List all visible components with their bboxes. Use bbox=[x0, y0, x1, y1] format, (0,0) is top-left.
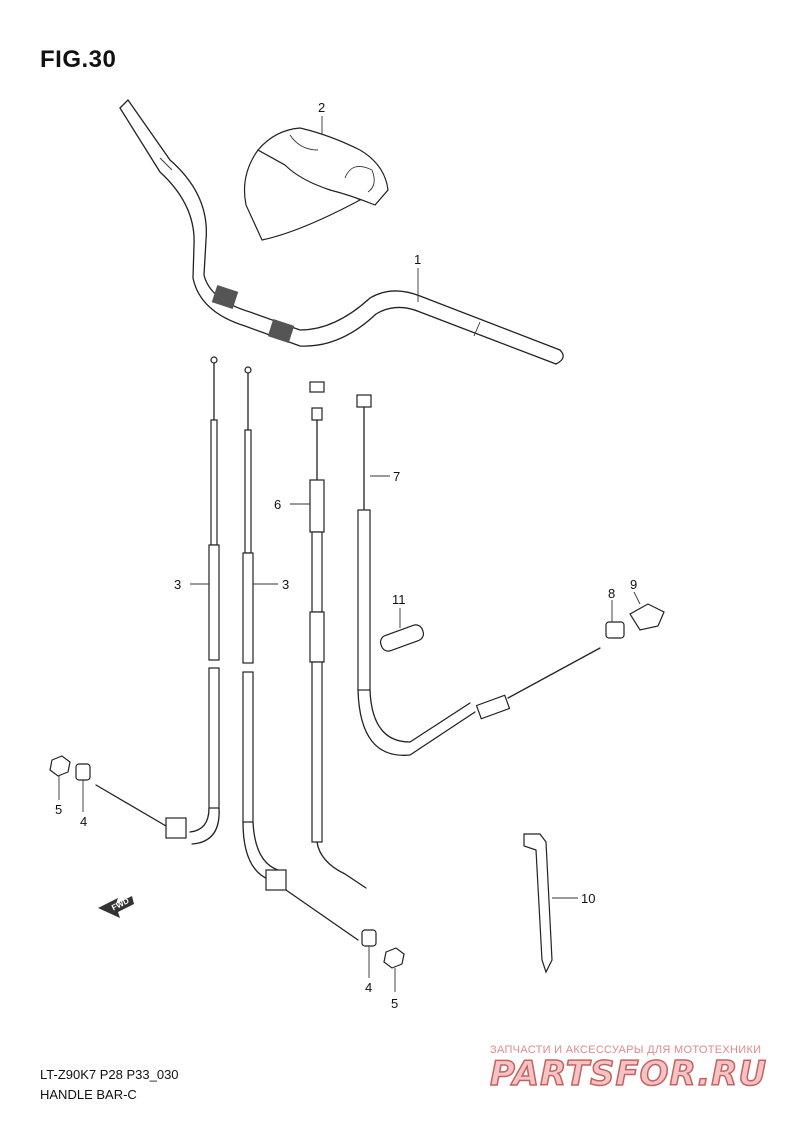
model-code: LT-Z90K7 P28 P33_030 bbox=[40, 1067, 179, 1082]
callout-8: 8 bbox=[608, 586, 615, 601]
callout-6: 6 bbox=[274, 497, 281, 512]
callout-3b: 3 bbox=[282, 577, 289, 592]
callout-9: 9 bbox=[630, 577, 637, 592]
callout-11: 11 bbox=[392, 592, 406, 607]
callout-3a: 3 bbox=[174, 577, 181, 592]
callout-4b: 4 bbox=[365, 980, 372, 995]
forward-direction-arrow: FWD bbox=[98, 896, 134, 918]
callout-7: 7 bbox=[393, 469, 400, 484]
callout-5b: 5 bbox=[391, 996, 398, 1011]
cable-adjuster-left bbox=[75, 763, 91, 812]
throttle-cable-left bbox=[95, 356, 220, 845]
watermark-subtitle: ЗАПЧАСТИ И АКСЕССУАРЫ ДЛЯ МОТОТЕХНИКИ bbox=[490, 1044, 762, 1056]
cable-adjuster-right bbox=[361, 929, 377, 978]
cable-end-9 bbox=[629, 591, 665, 631]
cable-sleeve bbox=[379, 608, 425, 652]
cable-tie bbox=[523, 833, 578, 974]
figure-name: HANDLE BAR-C bbox=[40, 1087, 137, 1102]
callout-1: 1 bbox=[414, 252, 421, 267]
handlebar bbox=[119, 99, 564, 365]
cable-adjuster-8 bbox=[605, 600, 625, 639]
brake-cable bbox=[356, 394, 601, 756]
choke-cable bbox=[309, 381, 367, 889]
callout-10: 10 bbox=[581, 891, 595, 906]
cable-nut-left bbox=[49, 755, 71, 800]
watermark-logo: PARTSFOR.RU bbox=[489, 1053, 768, 1095]
figure-title: FIG.30 bbox=[40, 46, 117, 73]
callout-5a: 5 bbox=[55, 802, 62, 817]
handlebar-cover bbox=[243, 116, 389, 241]
cable-nut-right bbox=[383, 947, 405, 992]
throttle-cable-right bbox=[242, 366, 359, 941]
callout-2: 2 bbox=[318, 100, 325, 115]
callout-4a: 4 bbox=[80, 814, 87, 829]
